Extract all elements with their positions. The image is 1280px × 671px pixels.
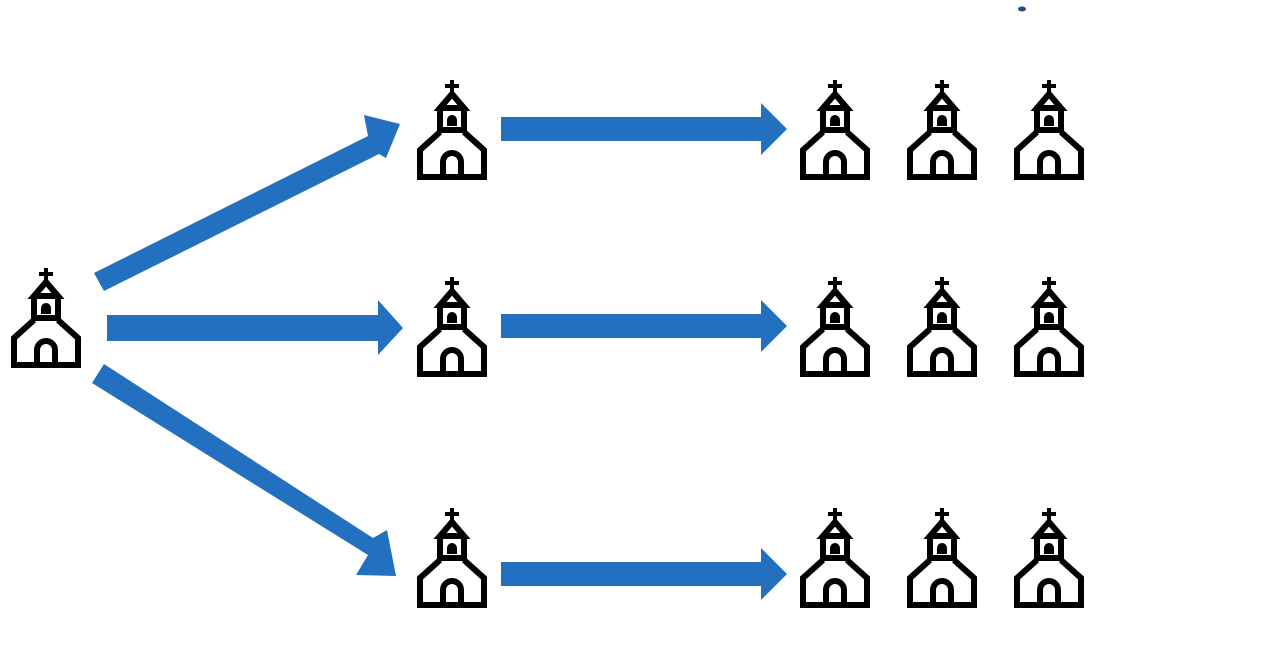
church-icon	[420, 80, 484, 177]
arrow-bottom-row	[501, 548, 787, 600]
arrow-to-top-branch	[94, 115, 400, 291]
arrow-to-middle-branch	[107, 300, 403, 355]
church-icon	[420, 508, 484, 605]
church-layer	[14, 80, 1081, 605]
church-icon	[910, 508, 974, 605]
church-icon	[910, 80, 974, 177]
church-icon	[14, 268, 78, 365]
church-icon	[1017, 277, 1081, 374]
church-icon	[803, 508, 867, 605]
arrow-middle-row	[501, 300, 787, 352]
church-icon	[803, 80, 867, 177]
arrow-top-row	[501, 103, 787, 155]
church-icon	[1017, 80, 1081, 177]
stray-mark	[1018, 6, 1026, 12]
arrow-to-bottom-branch	[92, 364, 396, 576]
church-icon	[1017, 508, 1081, 605]
arrow-layer	[92, 103, 787, 600]
church-icon	[910, 277, 974, 374]
church-icon	[803, 277, 867, 374]
church-icon	[420, 277, 484, 374]
